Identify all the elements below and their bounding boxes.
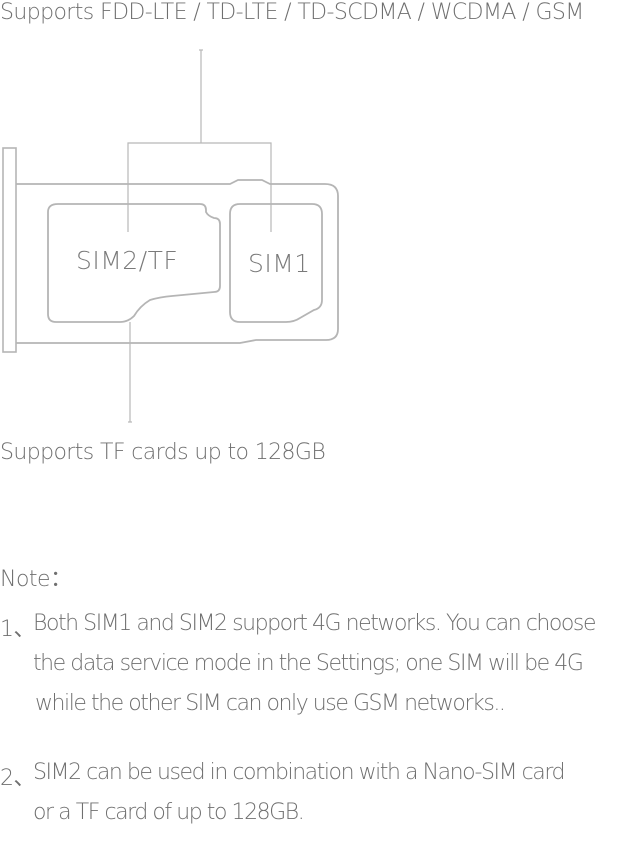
- note-item-1-line-3: while the other SIM can only use GSM net…: [35, 691, 506, 716]
- tf-support-caption: Supports TF cards up to 128GB: [0, 440, 326, 465]
- sim2-tf-label: SIM2/TF: [76, 246, 178, 275]
- sim1-label: SIM1: [248, 249, 311, 278]
- note-title: Note：: [0, 567, 72, 592]
- network-support-caption: Supports FDD-LTE / TD-LTE / TD-SCDMA / W…: [0, 0, 584, 25]
- sim-tray-diagram: SIM2/TF SIM1: [2, 49, 339, 423]
- note-item-2-number: 2、: [0, 766, 36, 791]
- note-item-2-line-2: or a TF card of up to 128GB.: [33, 800, 305, 825]
- note-item-1-number: 1、: [0, 617, 36, 642]
- note-item-1-line-1: Both SIM1 and SIM2 support 4G networks. …: [33, 611, 596, 636]
- sim2-tf-slot: [47, 203, 221, 323]
- note-item-2-line-1: SIM2 can be used in combination with a N…: [33, 760, 566, 785]
- tray-ejector-end: [2, 147, 17, 353]
- sim1-slot: [229, 203, 323, 323]
- note-item-1-line-2: the data service mode in the Settings; o…: [33, 651, 584, 676]
- network-bracket: [127, 142, 272, 232]
- tray-body: [16, 179, 339, 344]
